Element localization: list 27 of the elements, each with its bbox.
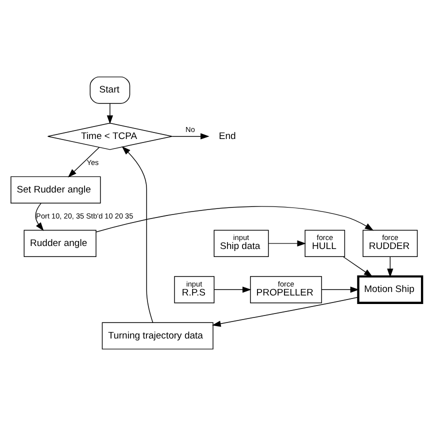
arrow — [68, 146, 100, 177]
edge-label: Port 10, 20, 35 Stb'd 10 20 35 — [36, 211, 134, 220]
node-box: input Ship data — [214, 229, 269, 257]
arrow — [122, 146, 154, 322]
arrow — [35, 202, 44, 231]
node-box: input R.P.S — [174, 276, 214, 303]
edge-label: No — [186, 124, 195, 134]
node-box: Motion Ship — [357, 274, 424, 304]
arrow — [387, 256, 394, 277]
node-box: force PROPELLER — [250, 276, 322, 303]
node-box: Start — [90, 76, 130, 104]
node-box: Rudder angle — [24, 229, 96, 257]
arrow — [343, 256, 373, 276]
node-box: Turning trajectory data — [102, 322, 214, 349]
node-box: force RUDDER — [362, 229, 418, 257]
node-text: End — [218, 130, 236, 142]
arrow — [268, 240, 306, 246]
arrow — [172, 132, 210, 139]
node-box: Set Rudder angle — [10, 176, 101, 203]
arrow — [214, 286, 252, 292]
node-diamond: Time < TCPA — [47, 122, 172, 150]
arrow — [96, 206, 374, 232]
arrow — [106, 102, 114, 124]
arrow — [321, 286, 360, 292]
node-box: force HULL — [304, 229, 346, 257]
arrow — [212, 296, 358, 326]
edge-label: Yes — [86, 157, 99, 166]
